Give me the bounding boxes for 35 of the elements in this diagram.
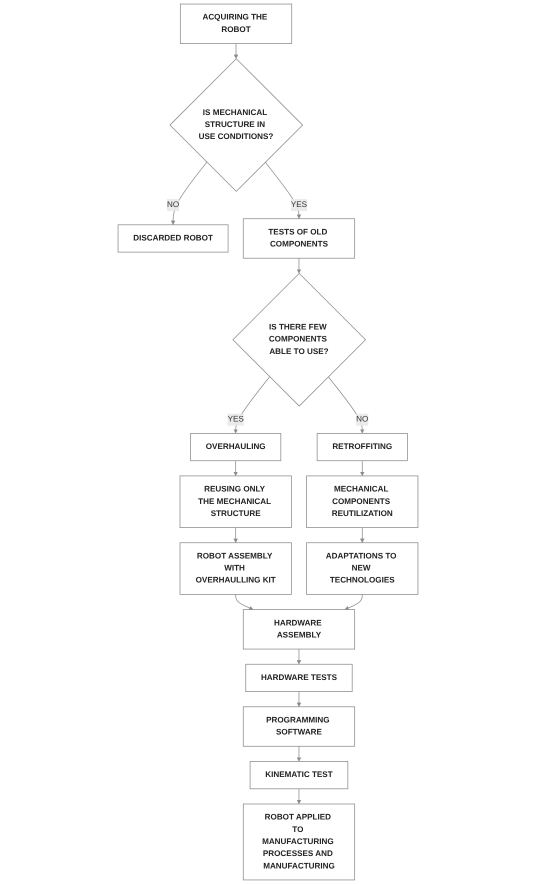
node-box: KINEMATIC TEST — [250, 761, 348, 790]
arrow — [344, 594, 363, 610]
node-box: REUSING ONLY THE MECHANICAL STRUCTURE — [180, 476, 292, 528]
arrow — [360, 460, 364, 476]
node-box: ACQUIRING THE ROBOT — [180, 4, 292, 44]
node-box: RETROFFITING — [316, 433, 408, 462]
node-box: DISCARDED ROBOT — [118, 224, 228, 253]
arrow — [264, 162, 302, 219]
arrow — [296, 648, 302, 664]
node-box: ROBOT ASSEMBLY WITH OVERHAULLING KIT — [180, 542, 292, 595]
node-box: ADAPTATIONS TO NEW TECHNOLOGIES — [306, 542, 418, 595]
node-box: MECHANICAL COMPONENTS REUTILIZATION — [306, 476, 418, 528]
edge-label: YES — [228, 415, 244, 424]
arrow — [296, 746, 302, 762]
node-box: PROGRAMMING SOFTWARE — [242, 706, 356, 747]
arrow — [233, 460, 238, 476]
node-box: TESTS OF OLD COMPONENTS — [242, 218, 356, 259]
node-diamond: IS THERE FEW COMPONENTS ABLE TO USE? — [232, 272, 366, 407]
arrow — [235, 594, 254, 610]
arrow — [233, 376, 270, 434]
node-box: OVERHAULING — [190, 433, 282, 462]
arrow — [360, 527, 364, 543]
arrow — [234, 43, 238, 59]
node-box: HARDWARE ASSEMBLY — [242, 609, 356, 650]
node-box: ROBOT APPLIED TO MANUFACTURING PROCESSES AND MANUFACTURING — [242, 804, 356, 880]
edge-label: NO — [356, 415, 368, 424]
node-diamond: IS MECHANICAL STRUCTURE IN USE CONDITIONS? — [169, 58, 304, 192]
edge-label: YES — [290, 200, 308, 210]
arrow — [296, 788, 302, 804]
arrow — [170, 162, 208, 225]
arrow — [233, 527, 238, 543]
arrow — [296, 691, 302, 707]
edge-label: NO — [166, 200, 180, 210]
node-box: HARDWARE TESTS — [245, 664, 353, 692]
arrow — [296, 258, 302, 274]
